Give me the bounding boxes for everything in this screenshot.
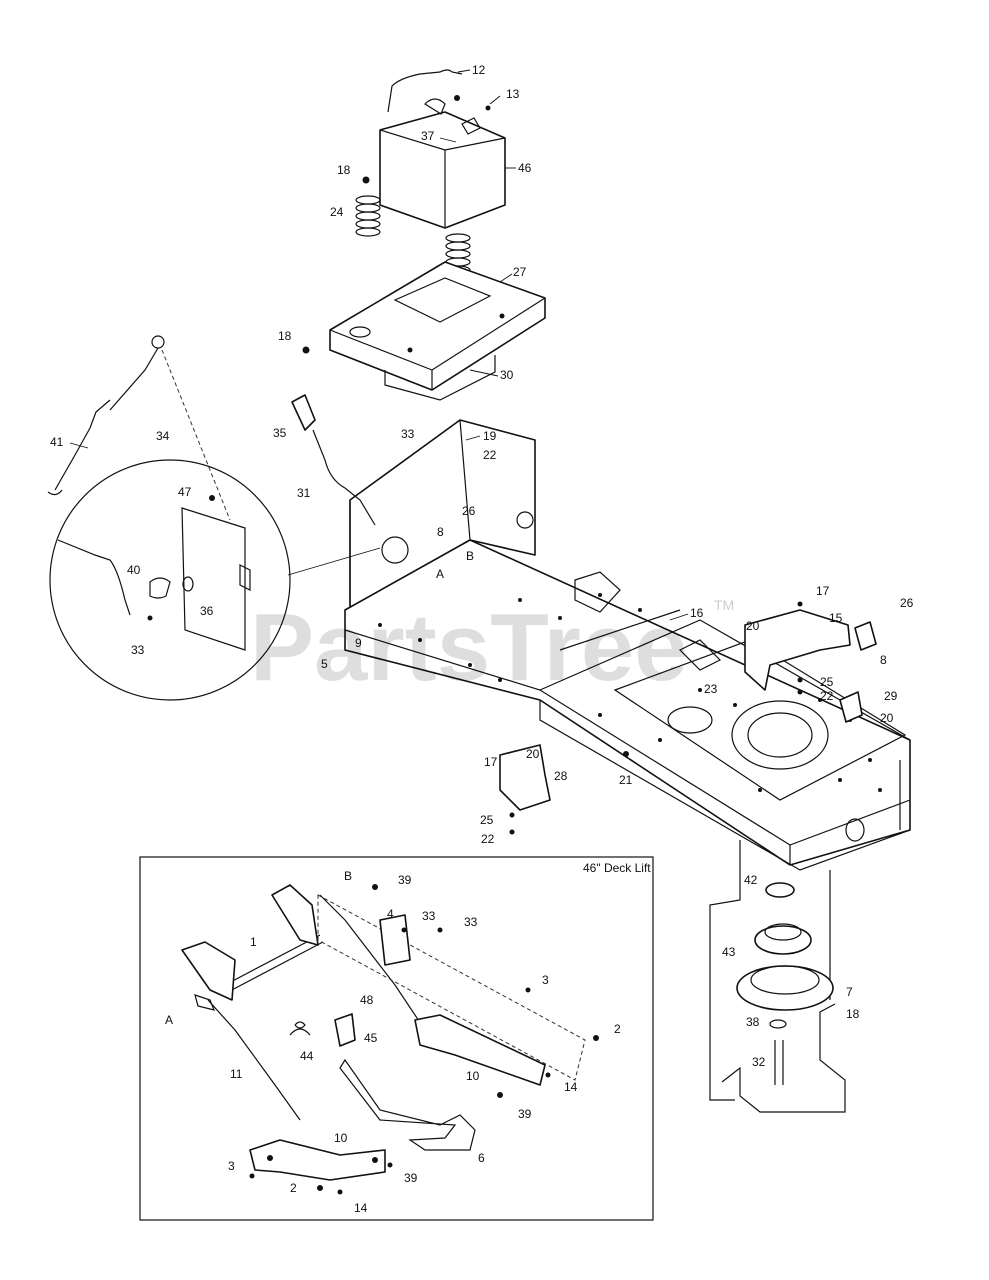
lift-lever xyxy=(291,394,376,526)
battery-assembly xyxy=(302,69,546,401)
pulley-opening xyxy=(731,700,829,770)
callout-7: 7 xyxy=(846,985,853,999)
callout-22-top: 22 xyxy=(483,448,497,462)
callout-25-right: 25 xyxy=(820,675,834,689)
callout-31: 31 xyxy=(297,486,311,500)
callout-32: 32 xyxy=(752,1055,766,1069)
callout-10-lower: 10 xyxy=(334,1131,348,1145)
callout-17-right: 17 xyxy=(816,584,830,598)
callout-8-right: 8 xyxy=(880,653,887,667)
callout-34: 34 xyxy=(156,429,170,443)
callout-B-frame: B xyxy=(466,549,474,563)
callout-2-lower: 2 xyxy=(290,1181,297,1195)
callout-A-inset: A xyxy=(165,1013,173,1027)
callout-B-inset: B xyxy=(344,869,352,883)
callout-9: 9 xyxy=(355,636,362,650)
pulley-lower xyxy=(736,965,834,1011)
cable-assembly xyxy=(47,335,231,521)
callout-30: 30 xyxy=(500,368,514,382)
callout-46: 46 xyxy=(518,161,532,175)
callout-45: 45 xyxy=(364,1031,378,1045)
callout-labels: 12 13 37 46 18 24 27 18 30 34 41 35 33 1… xyxy=(50,63,914,1215)
callout-24: 24 xyxy=(330,205,344,219)
callout-26-mid: 26 xyxy=(462,504,476,518)
callout-3-upper: 3 xyxy=(542,973,549,987)
watermark-tm: TM xyxy=(714,597,734,613)
lever-knob xyxy=(291,394,316,431)
callout-20-right: 20 xyxy=(746,619,760,633)
callout-A-frame: A xyxy=(436,567,444,581)
callout-22-right: 22 xyxy=(820,689,834,703)
callout-4: 4 xyxy=(387,907,394,921)
callout-33-b: 33 xyxy=(464,915,478,929)
callout-3-lower: 3 xyxy=(228,1159,235,1173)
callout-23: 23 xyxy=(704,682,718,696)
spring xyxy=(355,176,381,237)
watermark: PartsTree TM xyxy=(250,594,734,701)
callout-1: 1 xyxy=(250,935,257,949)
callout-11: 11 xyxy=(230,1067,243,1081)
callout-43: 43 xyxy=(722,945,736,959)
callout-28: 28 xyxy=(554,769,568,783)
callout-20-bracket: 20 xyxy=(880,711,894,725)
callout-8-mid: 8 xyxy=(437,525,444,539)
detail-inset-circle xyxy=(49,459,381,701)
callout-41: 41 xyxy=(50,435,64,449)
callout-22-left: 22 xyxy=(481,832,495,846)
callout-14-lower: 14 xyxy=(354,1201,368,1215)
callout-44: 44 xyxy=(300,1049,314,1063)
inset-title: 46" Deck Lift xyxy=(583,861,651,875)
callout-18-tray: 18 xyxy=(278,329,292,343)
callout-33-inset: 33 xyxy=(131,643,145,657)
callout-13: 13 xyxy=(506,87,520,101)
callout-20-left: 20 xyxy=(526,747,540,761)
battery xyxy=(379,111,506,229)
callout-42: 42 xyxy=(744,873,758,887)
callout-39-mid: 39 xyxy=(518,1107,532,1121)
main-frame xyxy=(344,419,911,871)
mount-brackets xyxy=(499,601,877,835)
callout-6: 6 xyxy=(478,1151,485,1165)
callout-48: 48 xyxy=(360,993,374,1007)
callout-29: 29 xyxy=(884,689,898,703)
callout-16: 16 xyxy=(690,606,704,620)
callout-39-lower: 39 xyxy=(404,1171,418,1185)
frame-rail xyxy=(344,539,911,866)
callout-26-right: 26 xyxy=(900,596,914,610)
callout-5: 5 xyxy=(321,657,328,671)
battery-tray xyxy=(329,261,546,391)
callout-33-top: 33 xyxy=(401,427,415,441)
callout-47: 47 xyxy=(178,485,192,499)
callout-27: 27 xyxy=(513,265,527,279)
callout-25-left: 25 xyxy=(480,813,494,827)
callout-18-pulley: 18 xyxy=(846,1007,860,1021)
callout-21: 21 xyxy=(619,773,633,787)
callout-39-top: 39 xyxy=(398,873,412,887)
callout-35: 35 xyxy=(273,426,287,440)
callout-40: 40 xyxy=(127,563,141,577)
callout-18-top: 18 xyxy=(337,163,351,177)
deck-lift-knob xyxy=(334,1013,356,1047)
callout-15: 15 xyxy=(829,611,843,625)
callout-2-upper: 2 xyxy=(614,1022,621,1036)
callout-19: 19 xyxy=(483,429,497,443)
callout-10-upper: 10 xyxy=(466,1069,480,1083)
deck-lift-inset: 46" Deck Lift xyxy=(139,856,654,1221)
callout-12: 12 xyxy=(472,63,486,77)
callout-36: 36 xyxy=(200,604,214,618)
watermark-text: PartsTree xyxy=(250,594,688,701)
callout-14-upper: 14 xyxy=(564,1080,578,1094)
callout-38: 38 xyxy=(746,1015,760,1029)
callout-17-left: 17 xyxy=(484,755,498,769)
pulley-assembly xyxy=(709,840,846,1113)
callout-37: 37 xyxy=(421,129,435,143)
callout-33-a: 33 xyxy=(422,909,436,923)
